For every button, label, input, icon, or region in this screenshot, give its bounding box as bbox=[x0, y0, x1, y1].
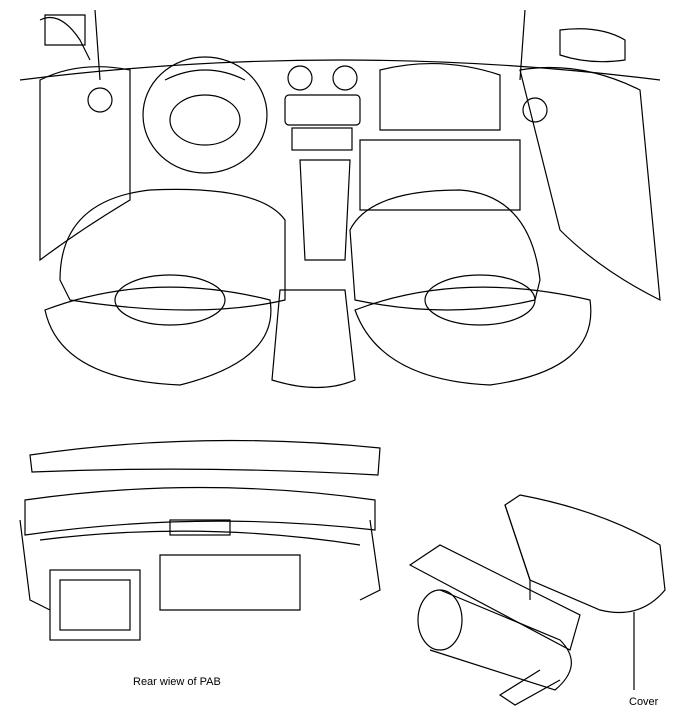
left-door bbox=[39, 66, 131, 262]
mounting-bracket bbox=[408, 544, 581, 651]
inflator-canister bbox=[429, 589, 572, 691]
left-seat bbox=[59, 188, 286, 311]
steering-wheel bbox=[142, 56, 268, 174]
gear-console bbox=[299, 159, 351, 261]
left-mirror bbox=[39, 16, 91, 61]
center-armrest bbox=[271, 289, 356, 389]
center-controls bbox=[284, 94, 361, 126]
airbag-cover bbox=[504, 494, 666, 614]
dashboard-rear-view-illustration bbox=[19, 439, 381, 641]
cover-label: Cover bbox=[629, 696, 659, 708]
rear-view-caption: Rear wiew of PAB bbox=[133, 676, 221, 688]
airbag-exploded-view-illustration bbox=[408, 494, 666, 706]
right-seat bbox=[349, 189, 541, 311]
passenger-airbag-module bbox=[49, 569, 141, 641]
glovebox bbox=[379, 62, 501, 131]
dash-top-panel bbox=[29, 439, 381, 476]
car-interior-illustration bbox=[19, 9, 661, 389]
right-door bbox=[519, 66, 661, 302]
right-mirror bbox=[559, 28, 626, 63]
